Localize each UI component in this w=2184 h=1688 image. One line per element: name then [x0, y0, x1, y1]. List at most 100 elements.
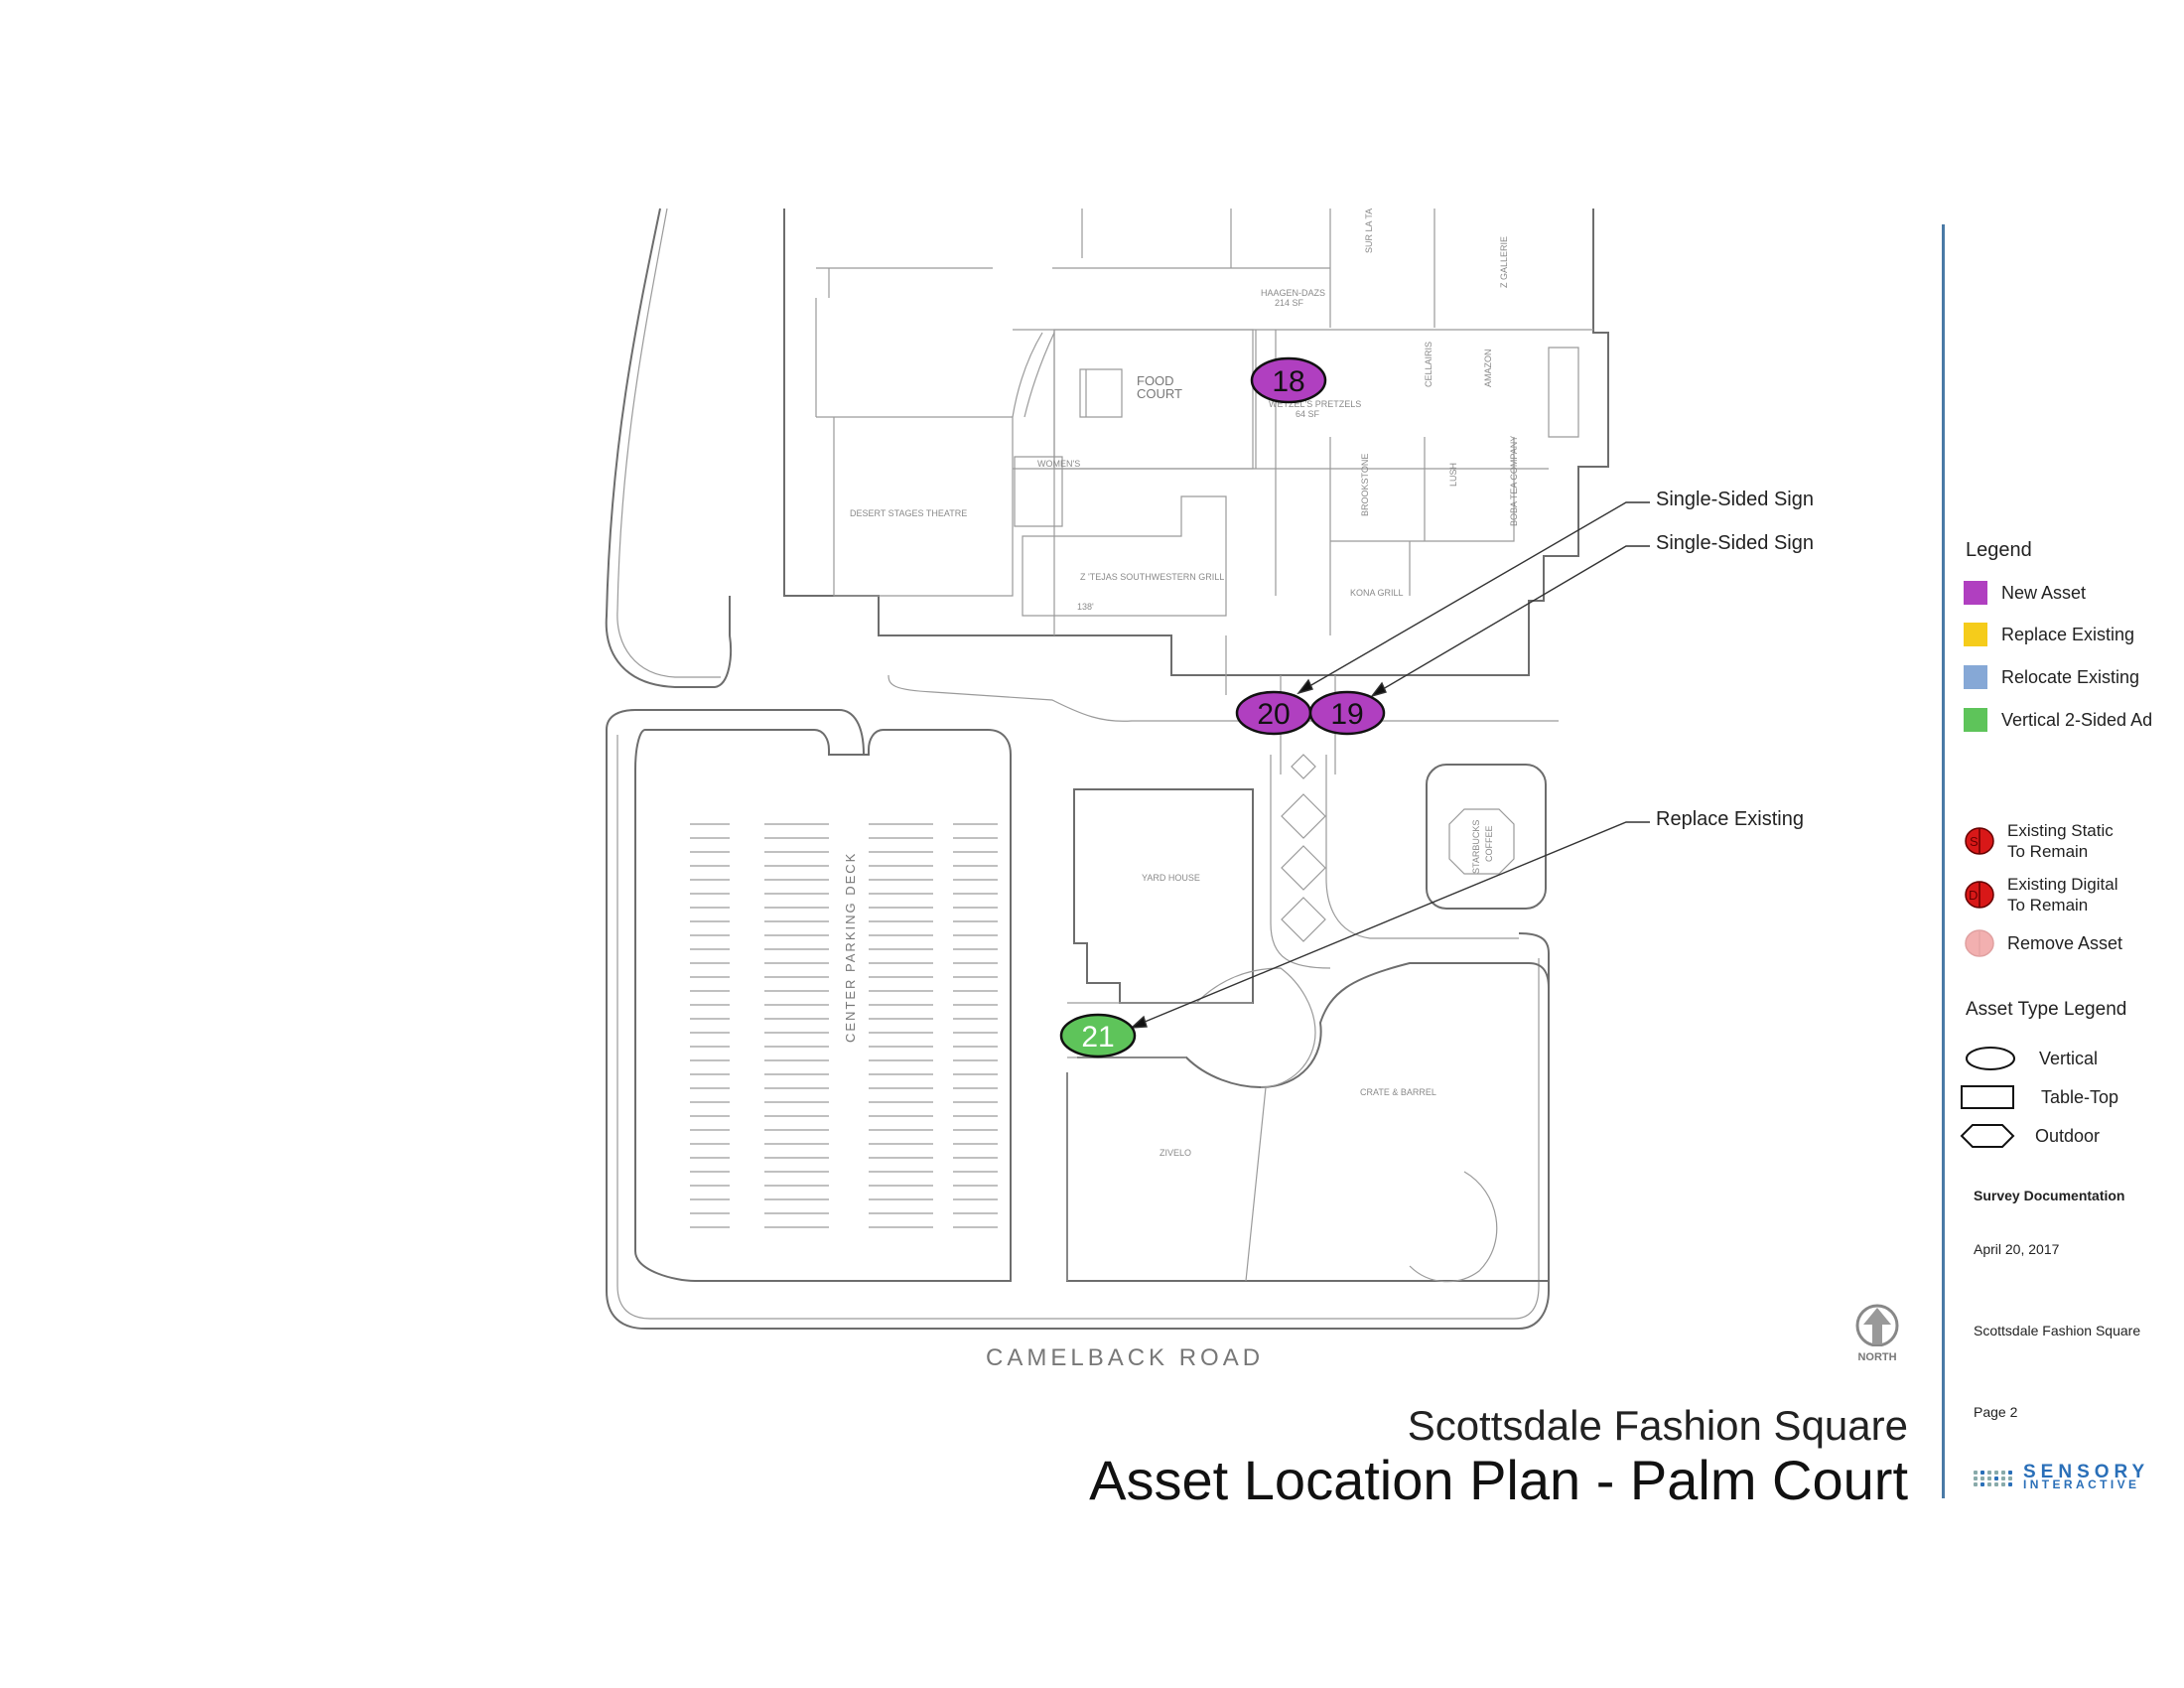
label-yard-house: YARD HOUSE — [1142, 873, 1200, 883]
logo-dot — [1994, 1477, 1998, 1480]
label-boba: BOBA TEA COMPANY — [1509, 436, 1519, 526]
callout-single-sided-sign-19: Single-Sided Sign — [1656, 532, 1814, 554]
label-food-court-2: COURT — [1137, 386, 1182, 401]
label-zivelo: ZIVELO — [1160, 1148, 1191, 1158]
logo-dots-icon — [1974, 1471, 2013, 1486]
logo-line-1: SENSORY — [2023, 1462, 2150, 1482]
legend-label: Outdoor — [2035, 1125, 2101, 1146]
logo-dot — [1980, 1482, 1984, 1486]
arrowhead-20 — [1297, 678, 1313, 695]
restroom — [1014, 456, 1063, 527]
label-z-gallerie: Z GALLERIE — [1499, 236, 1509, 288]
upper-shops-top — [1052, 209, 1435, 328]
logo-dot — [2001, 1471, 2005, 1475]
parking-deck-outline — [634, 729, 1012, 1282]
marker-label: 18 — [1272, 365, 1304, 398]
swatch-relocate-existing — [1964, 665, 1987, 689]
legend-item-existing-digital: D Existing Digital To Remain — [1964, 874, 2118, 915]
callout-replace-existing: Replace Existing — [1656, 808, 1804, 830]
legend-type-outdoor: Outdoor — [1960, 1122, 2101, 1150]
label-ztejas: Z 'TEJAS SOUTHWESTERN GRILL — [1080, 572, 1224, 582]
legend-item-vertical-2-sided: Vertical 2-Sided Ad — [1964, 708, 2152, 732]
svg-text:D: D — [1969, 888, 1978, 903]
marker-label: 19 — [1330, 698, 1363, 731]
label-womens: WOMEN'S — [1037, 459, 1080, 469]
curved-ramp — [1012, 332, 1055, 418]
zivelo-divider — [1066, 1072, 1267, 1282]
legend-item-relocate-existing: Relocate Existing — [1964, 665, 2139, 689]
label-kona: KONA GRILL — [1350, 588, 1404, 598]
callout-single-sided-sign-20: Single-Sided Sign — [1656, 489, 1814, 510]
hexagon-shape-icon — [1960, 1124, 2015, 1148]
legend-type-table-top: Table-Top — [1961, 1083, 2119, 1111]
legend-label: New Asset — [2001, 582, 2087, 603]
arrowhead-21 — [1130, 1015, 1148, 1029]
asset-marker-18[interactable]: 18 — [1250, 356, 1327, 404]
label-wetzels: WETZEL'S PRETZELS — [1269, 399, 1361, 409]
road-label: CAMELBACK ROAD — [986, 1344, 1265, 1371]
property-name: Scottsdale Fashion Square — [1974, 1323, 2141, 1338]
connector-path — [887, 635, 1559, 774]
legend-label: Table-Top — [2041, 1086, 2119, 1107]
logo-dot — [2008, 1471, 2012, 1475]
legend-label-2: To Remain — [2007, 842, 2089, 861]
west-road-inner — [616, 208, 721, 678]
arrowhead-19 — [1370, 681, 1387, 698]
leader-21 — [1137, 821, 1650, 1026]
shops-east — [1329, 437, 1515, 635]
mall-north-block — [783, 209, 1609, 676]
legend-label: Vertical — [2039, 1048, 2099, 1068]
existing-static-icon: S — [1965, 827, 1994, 855]
logo-dot — [1994, 1482, 1998, 1486]
legend-label: Relocate Existing — [2001, 666, 2140, 687]
asset-marker-20[interactable]: 20 — [1235, 690, 1312, 736]
north-label: NORTH — [1857, 1351, 1897, 1363]
legend-label: Existing Static — [2007, 821, 2114, 840]
swatch-vertical-2-sided — [1964, 708, 1987, 732]
legend-label: Existing Digital — [2007, 875, 2118, 894]
asset-type-legend-title: Asset Type Legend — [1966, 999, 2127, 1020]
label-138: 138' — [1077, 602, 1094, 612]
parking-rows — [690, 823, 998, 1228]
marker-label: 21 — [1081, 1021, 1114, 1054]
legend-label: Remove Asset — [2007, 932, 2123, 953]
logo-dot — [1974, 1477, 1978, 1480]
logo-dot — [1974, 1482, 1978, 1486]
crate-curve — [1409, 1171, 1498, 1283]
logo-dot — [1994, 1471, 1998, 1475]
escalator-2 — [1548, 347, 1579, 438]
asset-marker-21[interactable]: 21 — [1059, 1013, 1137, 1058]
south-road — [606, 709, 1550, 1330]
legend-label: Vertical 2-Sided Ad — [2001, 709, 2153, 730]
label-parking-deck: CENTER PARKING DECK — [843, 852, 858, 1043]
label-haagen: HAAGEN-DAZS — [1261, 288, 1325, 298]
swatch-new-asset — [1964, 581, 1987, 605]
label-food-court: FOOD — [1137, 373, 1174, 388]
leader-20 — [1303, 501, 1650, 690]
theatre-outline — [815, 267, 1014, 597]
legend-label-2: To Remain — [2007, 896, 2089, 914]
legend-type-vertical: Vertical — [1964, 1045, 2098, 1072]
leader-19 — [1377, 545, 1650, 693]
food-court-corridor — [1013, 329, 1593, 635]
logo-dot — [1987, 1477, 1991, 1480]
asset-marker-19[interactable]: 19 — [1308, 690, 1386, 736]
logo-dot — [1974, 1471, 1978, 1475]
label-brookstone: BROOKSTONE — [1360, 454, 1370, 516]
logo-dot — [1980, 1471, 1984, 1475]
legend-item-existing-static: S Existing Static To Remain — [1964, 820, 2114, 862]
logo-dot — [1980, 1477, 1984, 1480]
label-sur-la-table: SUR LA TA — [1364, 209, 1374, 253]
logo-dot — [2008, 1482, 2012, 1486]
logo-dot — [2001, 1477, 2005, 1480]
south-road-inner — [616, 735, 1540, 1320]
sidebar-divider — [1942, 224, 1945, 1498]
north-arrow: NORTH — [1852, 1303, 1902, 1363]
mall-title: Scottsdale Fashion Square — [1407, 1402, 1908, 1449]
survey-date: April 20, 2017 — [1974, 1241, 2060, 1257]
ellipse-shape-icon — [1966, 1047, 2015, 1070]
page-number: Page 2 — [1974, 1404, 2018, 1420]
plaza-walkway — [1270, 755, 1519, 969]
